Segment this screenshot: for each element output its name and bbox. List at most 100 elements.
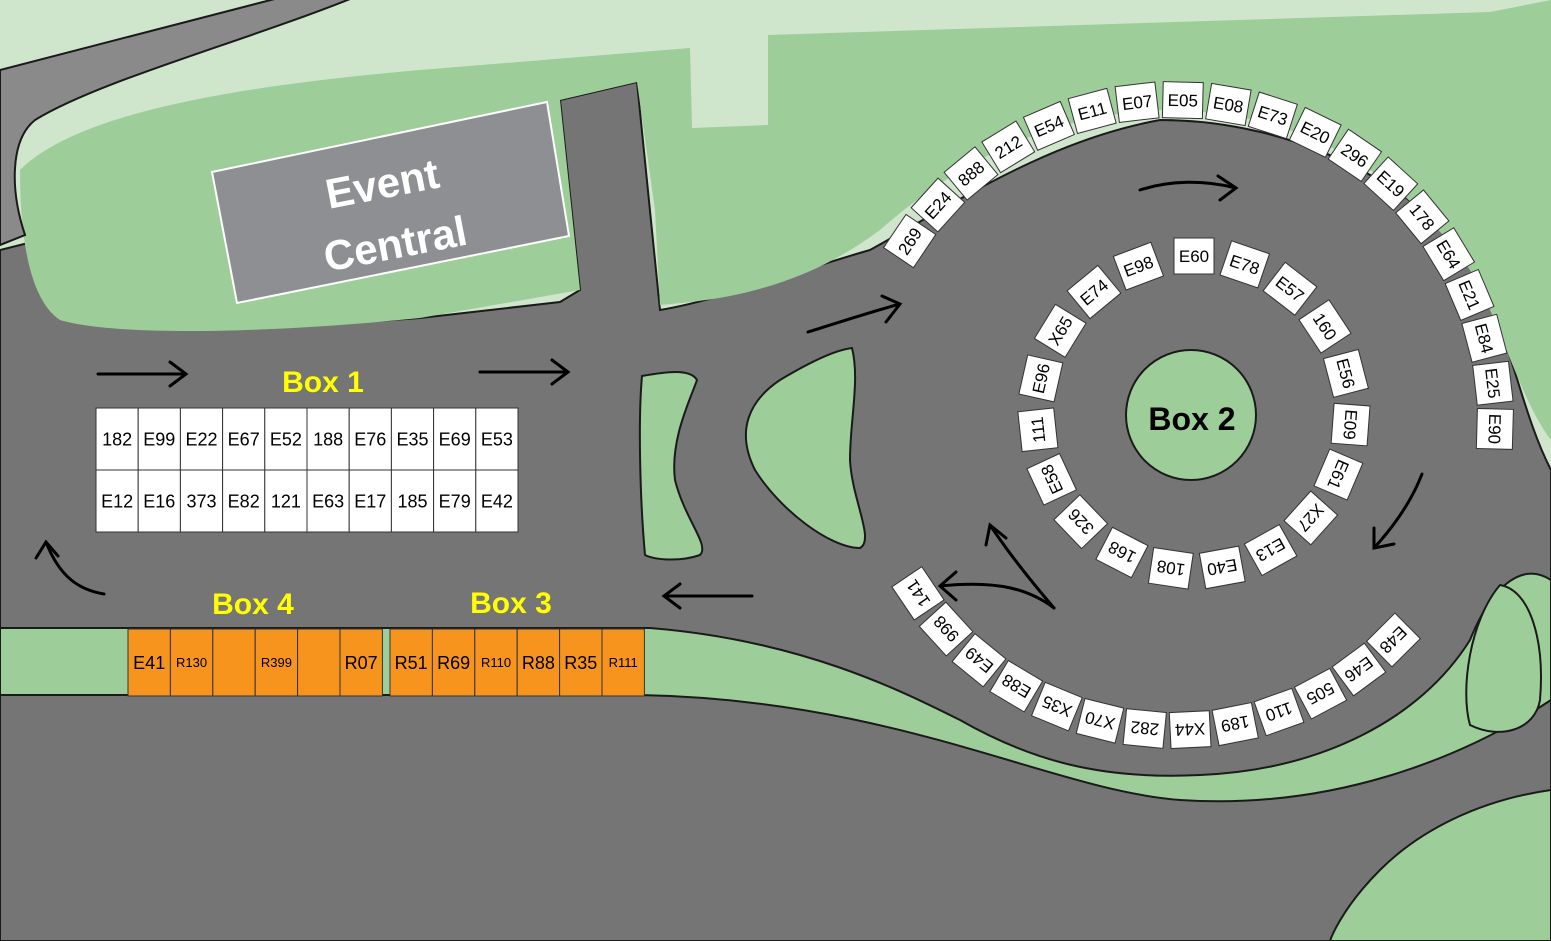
stall[interactable]: E84 xyxy=(1461,313,1508,363)
stall-outline xyxy=(1219,240,1271,289)
stall[interactable]: 888 xyxy=(943,146,999,201)
stall[interactable]: X27 xyxy=(1283,490,1339,546)
stall[interactable]: R110 xyxy=(474,628,518,697)
stall[interactable]: E25 xyxy=(1472,360,1514,406)
stall[interactable]: E49 xyxy=(951,632,1007,688)
arrow-fork-icon xyxy=(937,570,1056,610)
stall[interactable]: 178 xyxy=(1394,189,1450,245)
stall-label: E82 xyxy=(228,491,260,511)
stall[interactable]: 282 xyxy=(1122,708,1167,749)
stall[interactable]: E63 xyxy=(306,469,350,533)
stall[interactable]: 111 xyxy=(1017,407,1059,453)
stall[interactable]: X70 xyxy=(1075,697,1125,744)
stall[interactable]: E21 xyxy=(1444,268,1495,322)
box2-label: Box 2 xyxy=(1148,401,1235,437)
stall[interactable]: E53 xyxy=(475,407,519,471)
stall[interactable]: E73 xyxy=(1247,91,1298,140)
stall-label: E99 xyxy=(143,429,175,449)
stall[interactable]: X44 xyxy=(1168,710,1212,750)
stall[interactable]: 189 xyxy=(1211,701,1259,747)
stall[interactable]: E64 xyxy=(1422,227,1476,282)
stall[interactable]: E99 xyxy=(137,407,181,471)
stall[interactable]: E58 xyxy=(1026,452,1078,506)
stall[interactable]: E41 xyxy=(127,628,171,697)
stall[interactable]: E12 xyxy=(95,469,139,533)
stall-outline xyxy=(1298,299,1352,354)
stall-outline xyxy=(348,407,392,471)
stall[interactable]: E40 xyxy=(1198,545,1246,590)
stall[interactable]: 185 xyxy=(390,469,435,533)
stall[interactable]: E74 xyxy=(1066,264,1122,320)
stall[interactable]: E61 xyxy=(1313,448,1364,501)
stall[interactable]: E11 xyxy=(1067,87,1117,135)
stall[interactable]: 505 xyxy=(1293,667,1348,720)
stall[interactable]: E19 xyxy=(1363,156,1419,212)
stall[interactable]: 168 xyxy=(1095,526,1149,579)
stall[interactable]: X35 xyxy=(1030,681,1083,732)
stall[interactable]: E05 xyxy=(1161,81,1204,120)
stall[interactable]: 108 xyxy=(1147,546,1194,590)
stall[interactable]: 296 xyxy=(1327,128,1383,183)
traffic-arrows xyxy=(34,174,1424,610)
stall[interactable]: E67 xyxy=(222,407,266,471)
stall-outline xyxy=(1293,667,1348,720)
stall[interactable]: E17 xyxy=(348,469,392,533)
stall[interactable]: E07 xyxy=(1114,81,1160,124)
stall-outline xyxy=(1331,642,1387,697)
stall[interactable]: E78 xyxy=(1219,240,1271,289)
stall-outline xyxy=(475,469,519,533)
stall-outline xyxy=(474,628,518,697)
stall[interactable]: 188 xyxy=(306,407,350,471)
stall[interactable]: E13 xyxy=(1243,523,1298,577)
stall[interactable]: E54 xyxy=(1022,100,1076,151)
stall-outline xyxy=(882,213,937,269)
stall[interactable]: E35 xyxy=(390,407,435,471)
stall[interactable]: E90 xyxy=(1475,407,1514,450)
stall[interactable]: E60 xyxy=(1173,237,1215,275)
stall[interactable]: 269 xyxy=(882,213,937,269)
stall-outline xyxy=(431,628,476,697)
stall[interactable]: E57 xyxy=(1262,261,1318,316)
stall[interactable]: 121 xyxy=(264,469,308,533)
stall[interactable] xyxy=(212,628,256,697)
stall[interactable]: E69 xyxy=(433,407,477,471)
stall[interactable]: 182 xyxy=(95,407,139,471)
stall[interactable]: 212 xyxy=(981,120,1036,174)
stall[interactable]: E88 xyxy=(989,659,1044,713)
stall[interactable]: R35 xyxy=(559,628,603,697)
stall[interactable]: 326 xyxy=(1053,494,1109,550)
stall[interactable]: E16 xyxy=(137,469,181,533)
stall[interactable]: R69 xyxy=(431,628,476,697)
stall[interactable]: 998 xyxy=(918,601,974,657)
stall[interactable]: E20 xyxy=(1288,106,1342,159)
stall[interactable]: E96 xyxy=(1018,354,1064,403)
stall-label: E08 xyxy=(1212,93,1245,117)
stall[interactable]: R399 xyxy=(254,628,299,697)
stall[interactable]: 373 xyxy=(179,469,224,533)
stall[interactable]: 160 xyxy=(1298,299,1352,354)
stall[interactable]: E56 xyxy=(1322,348,1369,398)
stall[interactable]: E46 xyxy=(1331,642,1387,697)
stall[interactable]: R88 xyxy=(516,628,561,697)
stall[interactable]: E52 xyxy=(264,407,308,471)
stall[interactable]: 110 xyxy=(1253,687,1305,737)
stall[interactable]: X65 xyxy=(1033,303,1087,358)
stall[interactable]: 141 xyxy=(891,566,945,621)
stall[interactable]: E79 xyxy=(433,469,477,533)
stall-label: 188 xyxy=(313,429,343,449)
stall[interactable]: E09 xyxy=(1330,402,1371,447)
stall[interactable]: E24 xyxy=(910,177,966,233)
stall[interactable]: R51 xyxy=(389,628,433,697)
stall[interactable]: R07 xyxy=(339,628,383,697)
stall[interactable]: E22 xyxy=(179,407,224,471)
stall[interactable]: E48 xyxy=(1365,612,1422,668)
stall[interactable] xyxy=(297,628,341,697)
stall[interactable]: E98 xyxy=(1112,241,1165,291)
stall[interactable]: E42 xyxy=(475,469,519,533)
stall[interactable]: E82 xyxy=(222,469,266,533)
stall[interactable]: E76 xyxy=(348,407,392,471)
stall[interactable]: E08 xyxy=(1205,82,1252,127)
stall[interactable]: R130 xyxy=(169,628,214,697)
stall[interactable]: R111 xyxy=(601,628,645,697)
